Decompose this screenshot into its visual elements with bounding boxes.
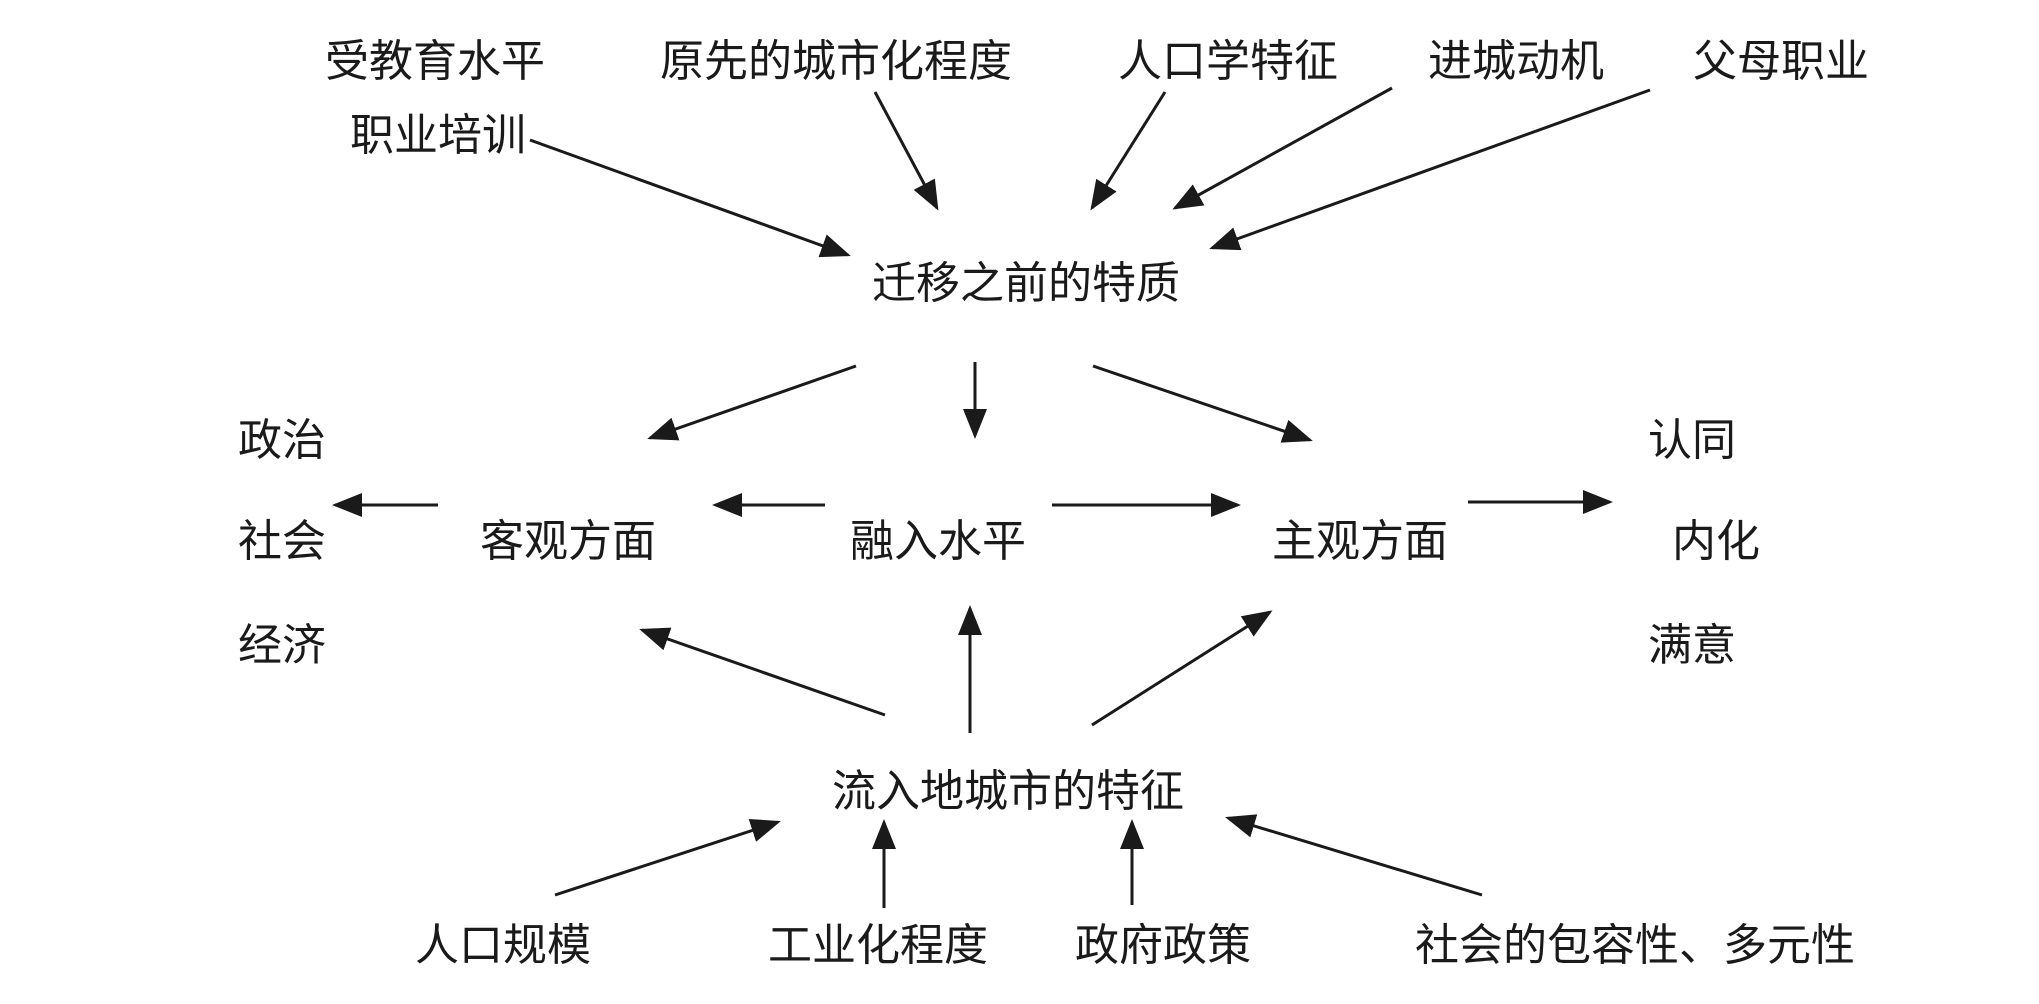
node-migration-motive: 进城动机 xyxy=(1428,36,1604,87)
node-demographics: 人口学特征 xyxy=(1118,36,1338,87)
node-subjective: 主观方面 xyxy=(1272,516,1448,567)
node-satisfaction: 满意 xyxy=(1648,620,1736,671)
edge-traits-to-subjective xyxy=(1092,364,1313,443)
node-parent-occupation: 父母职业 xyxy=(1693,36,1869,87)
node-social-inclusiveness: 社会的包容性、多元性 xyxy=(1415,920,1855,971)
node-population-size: 人口规模 xyxy=(415,920,591,971)
node-vocational-training: 职业培训 xyxy=(350,110,526,161)
edge-city-to-objective xyxy=(639,627,886,717)
node-pre-migration-traits: 迁移之前的特质 xyxy=(872,258,1180,309)
edge-urbanization-to-traits xyxy=(873,91,939,211)
edge-inclusiveness-to-city xyxy=(1225,814,1483,897)
node-destination-city: 流入地城市的特征 xyxy=(832,766,1184,817)
edge-city-to-subjective xyxy=(1091,610,1273,727)
edge-demographics-to-traits xyxy=(1090,91,1167,211)
node-integration-level: 融入水平 xyxy=(850,516,1026,567)
node-economy: 经济 xyxy=(238,620,326,671)
node-objective: 客观方面 xyxy=(480,516,656,567)
node-identity: 认同 xyxy=(1648,415,1736,466)
node-politics: 政治 xyxy=(238,415,326,466)
edge-parents-to-traits xyxy=(1209,88,1651,251)
node-internalization: 内化 xyxy=(1672,516,1760,567)
node-society: 社会 xyxy=(238,516,326,567)
edge-training-to-traits xyxy=(529,138,851,258)
edge-population-to-city xyxy=(554,818,781,897)
edge-motive-to-traits xyxy=(1172,86,1393,210)
node-original-urbanization: 原先的城市化程度 xyxy=(660,36,1012,87)
node-education: 受教育水平 xyxy=(325,36,545,87)
node-government-policy: 政府政策 xyxy=(1075,920,1251,971)
edge-traits-to-objective xyxy=(647,364,857,441)
node-industrialization: 工业化程度 xyxy=(768,920,988,971)
